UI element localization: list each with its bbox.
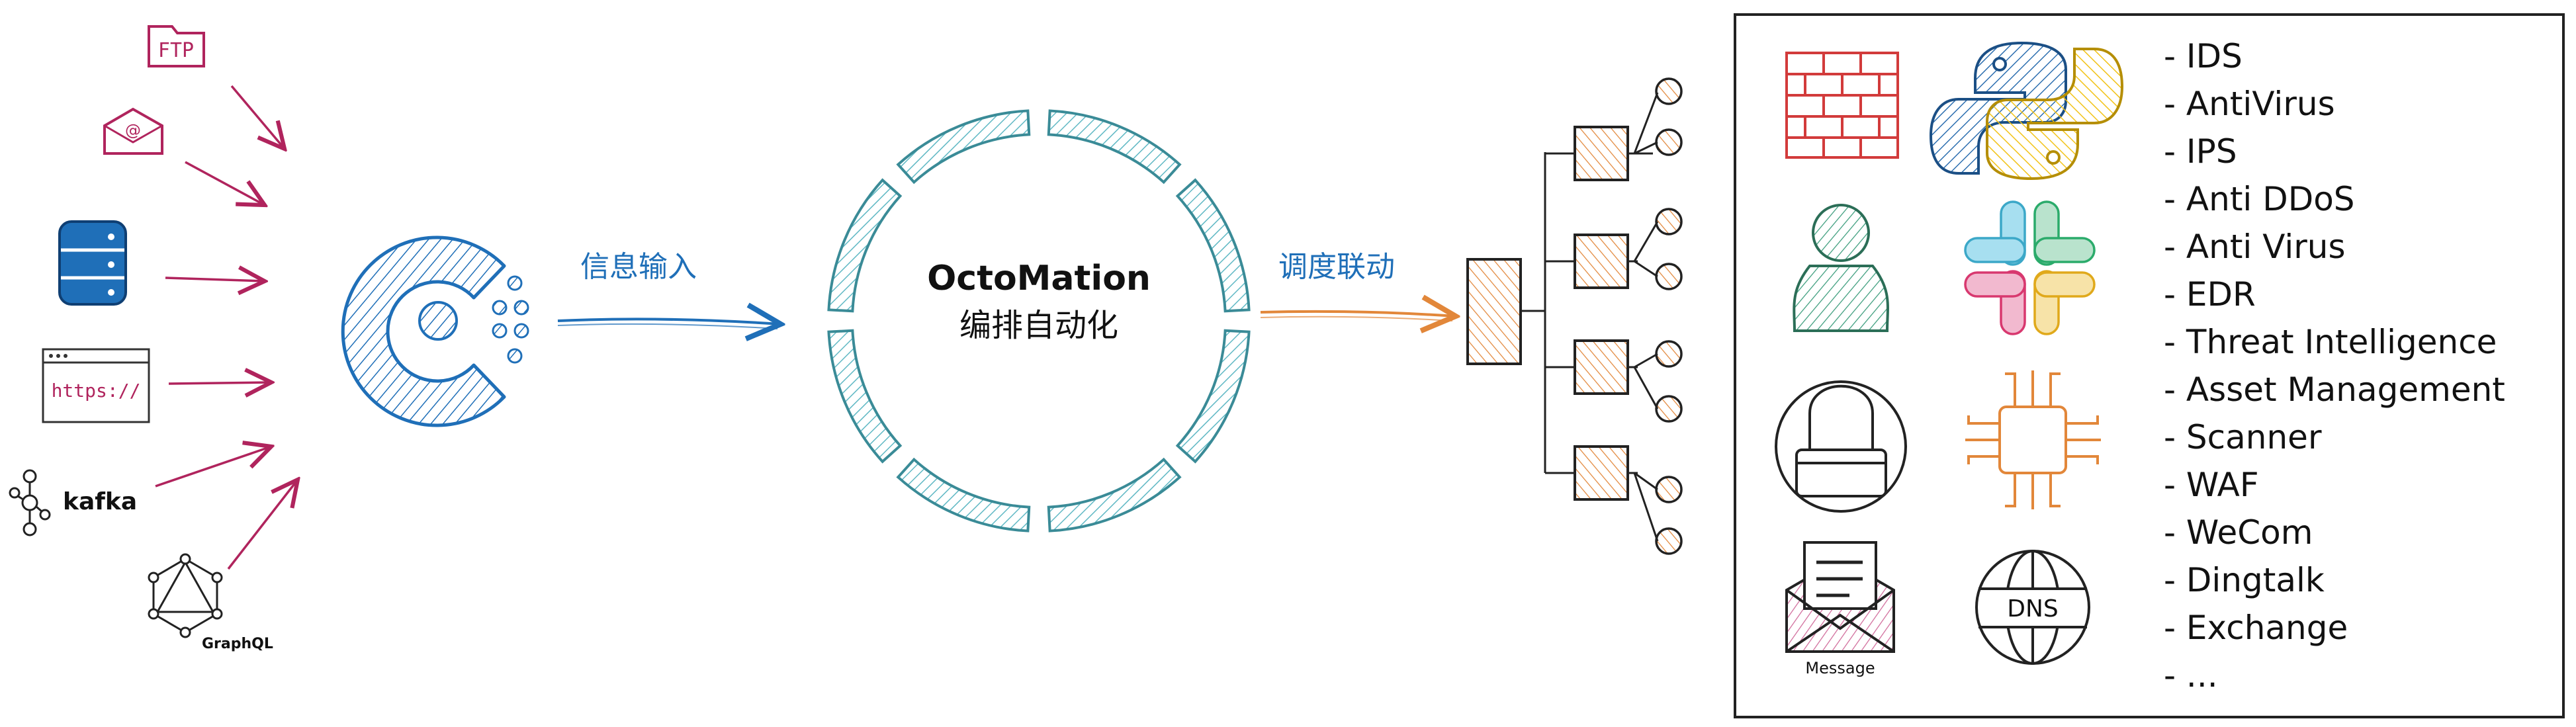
ftp-folder-icon: FTP <box>148 25 205 67</box>
email-icon: @ <box>103 107 163 155</box>
database-icon <box>58 220 127 306</box>
input-arrow <box>557 319 781 324</box>
https-label: https:// <box>52 380 141 402</box>
child-node <box>1574 234 1629 289</box>
child-node <box>1574 126 1629 181</box>
ftp-label: FTP <box>158 39 194 62</box>
octomation-logo <box>341 235 529 427</box>
browser-window-icon: https:// <box>42 348 150 423</box>
slack-icon <box>1964 200 2096 335</box>
email-at-symbol: @ <box>125 121 141 140</box>
root-node <box>1466 258 1522 365</box>
dns-globe-icon: DNS <box>1975 550 2090 665</box>
ring-segment <box>896 457 1031 533</box>
dispatch-label: 调度联动 <box>1278 250 1395 284</box>
capability-item: - WAF <box>2164 466 2259 504</box>
graphql-label: GraphQL <box>202 636 273 652</box>
leaf-node <box>1655 128 1683 156</box>
leaf-node <box>1655 527 1683 555</box>
capability-list: - IDS - AntiVirus - IPS - Anti DDoS - An… <box>2164 37 2505 695</box>
leaf-node <box>1655 77 1683 105</box>
dispatch-tree <box>1466 77 1683 555</box>
leaf-node <box>1655 395 1683 423</box>
ring-segment <box>1175 329 1251 464</box>
capability-item: - Anti DDoS <box>2164 180 2355 218</box>
ring-segment <box>1175 178 1251 313</box>
python-icon <box>1929 41 2124 181</box>
leaf-node <box>1655 263 1683 290</box>
leaf-node <box>1655 340 1683 368</box>
capability-item: - WeCom <box>2164 513 2313 552</box>
engine-title: OctoMation <box>927 259 1151 298</box>
leaf-node <box>1655 208 1683 235</box>
kafka-label: kafka <box>63 488 137 515</box>
dns-label: DNS <box>2007 595 2059 622</box>
ring-segment <box>827 178 903 313</box>
message-label: Message <box>1805 659 1875 677</box>
capability-item: - AntiVirus <box>2164 85 2335 123</box>
capability-item: - Anti Virus <box>2164 228 2346 266</box>
cpu-icon <box>1965 370 2101 509</box>
ring-segment <box>827 329 903 464</box>
source-arrows <box>155 85 298 570</box>
capability-item: - Dingtalk <box>2164 561 2325 599</box>
engine-ring <box>827 109 1251 533</box>
capability-item: - Threat Intelligence <box>2164 323 2497 361</box>
graphql-icon: GraphQL <box>148 553 273 652</box>
kafka-icon: kafka <box>9 469 137 536</box>
child-node <box>1574 445 1629 501</box>
input-label: 信息输入 <box>580 250 697 284</box>
ring-segment <box>1047 457 1182 533</box>
lock-icon <box>1775 380 1907 513</box>
capability-item: - Asset Management <box>2164 370 2505 409</box>
capabilities-panel <box>1734 13 2565 718</box>
capability-item: - Scanner <box>2164 418 2322 456</box>
firewall-icon <box>1785 52 1899 159</box>
capability-item: - EDR <box>2164 275 2256 314</box>
engine-subtitle: 编排自动化 <box>959 307 1118 344</box>
user-icon <box>1793 204 1889 332</box>
ring-segment <box>896 109 1031 185</box>
child-node <box>1574 339 1629 395</box>
capability-item: - IDS <box>2164 37 2243 75</box>
message-icon: Message <box>1785 541 1895 677</box>
capability-item: - IPS <box>2164 132 2237 171</box>
dispatch-arrow <box>1260 312 1456 316</box>
capability-item: - Exchange <box>2164 609 2348 647</box>
ring-segment <box>1047 109 1182 185</box>
capability-item: - ... <box>2164 656 2218 695</box>
leaf-node <box>1655 476 1683 503</box>
